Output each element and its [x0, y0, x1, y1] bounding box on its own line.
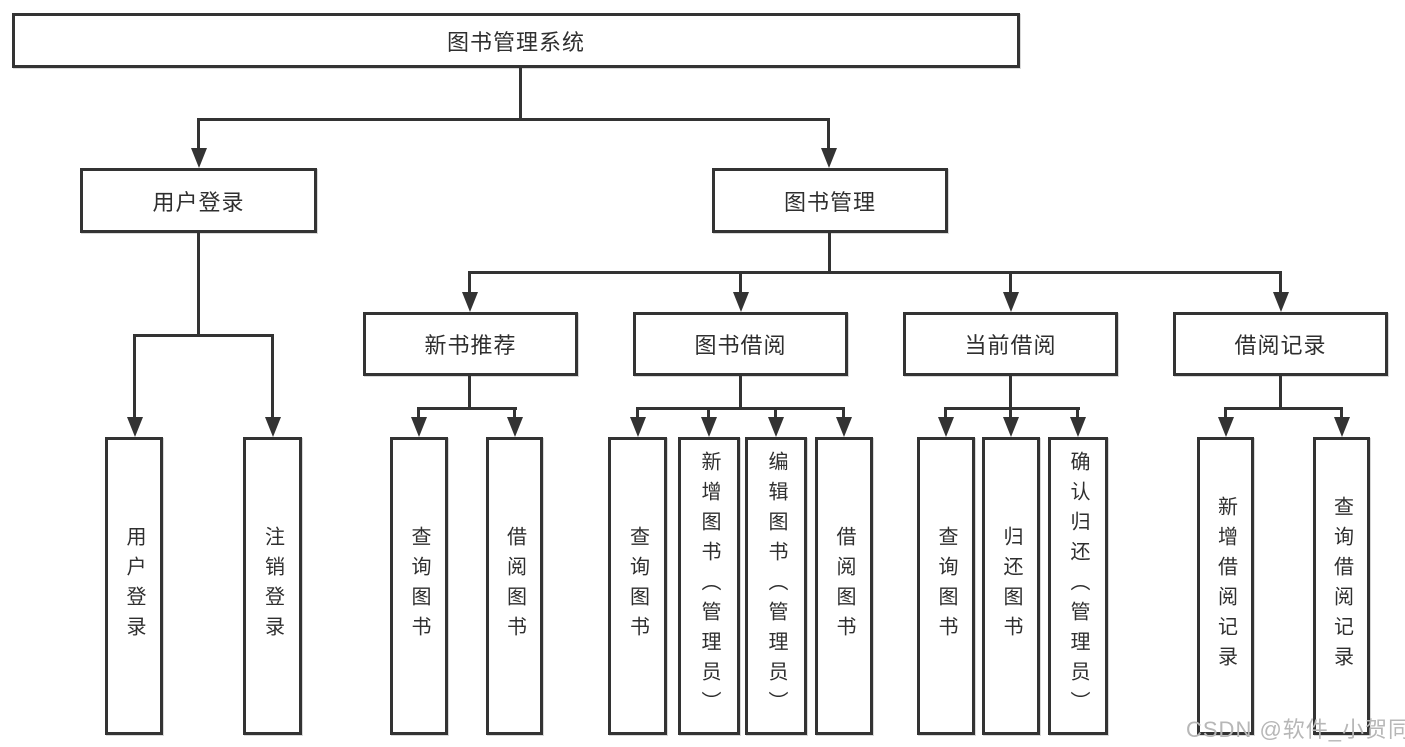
connector-recommend-stem: [468, 376, 471, 409]
arrowhead-down-icon: [1070, 417, 1086, 437]
node-new-book-recommend: 新书推荐: [363, 312, 578, 376]
leaf-label: 用户登录: [123, 526, 145, 646]
csdn-watermark: CSDN @软件_小贺同学: [1186, 717, 1405, 742]
arrowhead-down-icon: [411, 417, 427, 437]
connector-user-login-stem: [197, 232, 200, 336]
connector-current-stem: [1009, 376, 1012, 409]
leaf-query-books-borrowing: 查询图书: [608, 437, 667, 735]
arrowhead-down-icon: [462, 292, 478, 312]
node-user-login: 用户登录: [80, 168, 317, 233]
connector-arrow-shaft: [1224, 407, 1227, 421]
connector-book-mgmt-stem: [828, 233, 831, 273]
connector-records-rail: [1224, 407, 1343, 410]
leaf-query-books-recommend: 查询图书: [390, 437, 448, 735]
connector-borrowing-stem: [739, 376, 742, 409]
arrowhead-down-icon: [507, 417, 523, 437]
leaf-add-borrow-record: 新增借阅记录: [1197, 437, 1254, 735]
leaf-label: 查询图书: [935, 526, 957, 646]
leaf-confirm-return-admin: 确认归还（管理员）: [1048, 437, 1108, 735]
connector-arrow-shaft: [197, 118, 200, 152]
connector-user-login-rail: [133, 334, 274, 337]
leaf-label: 借阅图书: [833, 526, 855, 646]
arrowhead-down-icon: [127, 417, 143, 437]
node-label: 当前借阅: [964, 333, 1057, 358]
connector-level3-rail: [468, 271, 1282, 274]
leaf-edit-book-admin: 编辑图书（管理员）: [745, 437, 807, 735]
connector-arrow-shaft: [468, 271, 471, 294]
connector-arrow-shaft: [707, 407, 710, 421]
leaf-label: 查询图书: [626, 526, 649, 646]
leaf-label: 归还图书: [1000, 526, 1022, 646]
node-label: 新书推荐: [424, 333, 517, 358]
node-current-borrowing: 当前借阅: [903, 312, 1118, 376]
arrowhead-down-icon: [938, 417, 954, 437]
node-borrowing-records: 借阅记录: [1173, 312, 1388, 376]
leaf-label: 新增借阅记录: [1214, 496, 1237, 676]
node-label: 图书管理系统: [446, 29, 585, 55]
leaf-label: 确认归还（管理员）: [1067, 451, 1089, 721]
node-root-library-system: 图书管理系统: [12, 13, 1020, 68]
node-book-management: 图书管理: [712, 168, 948, 233]
arrowhead-down-icon: [1218, 417, 1234, 437]
leaf-borrow-books: 借阅图书: [815, 437, 873, 735]
leaf-label: 查询借阅记录: [1330, 496, 1353, 676]
arrowhead-down-icon: [1003, 417, 1019, 437]
node-label: 用户登录: [152, 189, 245, 215]
connector-arrow-shaft: [1009, 407, 1012, 421]
arrowhead-down-icon: [701, 417, 717, 437]
arrowhead-down-icon: [265, 417, 281, 437]
connector-recommend-rail: [417, 407, 517, 410]
connector-root-stem: [519, 68, 522, 120]
leaf-label: 编辑图书（管理员）: [765, 451, 787, 721]
node-label: 图书管理: [783, 189, 876, 215]
connector-arrow-shaft: [1076, 407, 1079, 421]
connector-arrow-shaft: [417, 407, 420, 421]
connector-arrow-shaft: [944, 407, 947, 421]
leaf-add-book-admin: 新增图书（管理员）: [678, 437, 740, 735]
arrowhead-down-icon: [630, 417, 646, 437]
connector-level2-rail: [197, 118, 830, 121]
connector-arrow-shaft: [1340, 407, 1343, 421]
leaf-label: 借阅图书: [503, 526, 526, 646]
leaf-user-login: 用户登录: [105, 437, 163, 735]
node-label: 借阅记录: [1234, 333, 1327, 358]
connector-records-stem: [1279, 376, 1282, 409]
arrowhead-down-icon: [1334, 417, 1350, 437]
connector-arrow-shaft: [513, 407, 516, 421]
connector-arrow-shaft: [271, 334, 274, 419]
leaf-label: 注销登录: [261, 526, 284, 646]
connector-arrow-shaft: [842, 407, 845, 421]
leaf-label: 查询图书: [408, 526, 430, 646]
leaf-query-books-current: 查询图书: [917, 437, 975, 735]
connector-arrow-shaft: [1009, 271, 1012, 294]
leaf-query-borrow-record: 查询借阅记录: [1313, 437, 1370, 735]
arrowhead-down-icon: [1273, 292, 1289, 312]
connector-borrowing-rail: [636, 407, 845, 410]
connector-arrow-shaft: [739, 271, 742, 294]
node-book-borrowing: 图书借阅: [633, 312, 848, 376]
connector-arrow-shaft: [827, 118, 830, 152]
node-label: 图书借阅: [694, 333, 787, 358]
connector-arrow-shaft: [636, 407, 639, 421]
arrowhead-down-icon: [836, 417, 852, 437]
arrowhead-down-icon: [768, 417, 784, 437]
connector-arrow-shaft: [774, 407, 777, 421]
leaf-label: 新增图书（管理员）: [698, 451, 720, 721]
arrowhead-down-icon: [1003, 292, 1019, 312]
arrowhead-down-icon: [733, 292, 749, 312]
connector-current-rail: [944, 407, 1080, 410]
connector-arrow-shaft: [133, 334, 136, 419]
connector-arrow-shaft: [1279, 271, 1282, 294]
arrowhead-down-icon: [191, 148, 207, 168]
leaf-borrow-books-recommend: 借阅图书: [486, 437, 543, 735]
leaf-return-books: 归还图书: [982, 437, 1040, 735]
arrowhead-down-icon: [821, 148, 837, 168]
leaf-logout-login: 注销登录: [243, 437, 302, 735]
